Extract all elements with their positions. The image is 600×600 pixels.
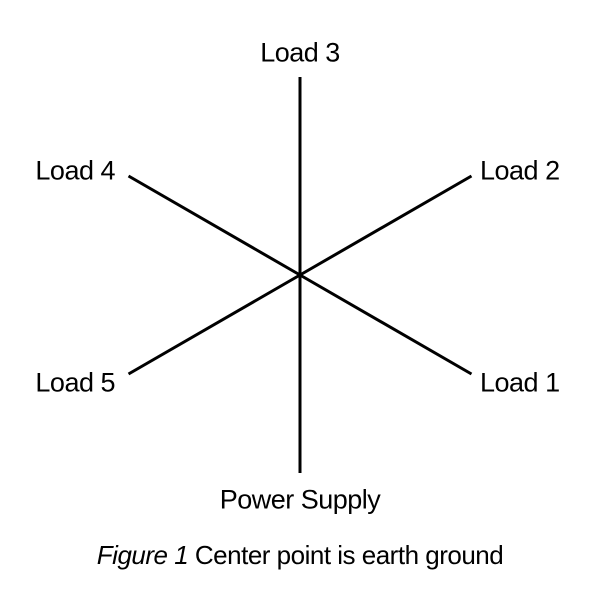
label-load-5: Load 5 bbox=[35, 367, 115, 398]
figure-caption: Figure 1 Center point is earth ground bbox=[96, 540, 504, 570]
spoke-line-load-2 bbox=[299, 174, 473, 277]
spoke-line-load-5 bbox=[127, 273, 301, 376]
label-load-3: Load 3 bbox=[260, 37, 340, 68]
label-load-2: Load 2 bbox=[480, 155, 560, 186]
label-power-supply: Power Supply bbox=[219, 484, 381, 515]
label-load-4: Load 4 bbox=[35, 155, 115, 186]
figure-caption-text: Center point is earth ground bbox=[188, 540, 504, 570]
spoke-line-load-1 bbox=[299, 273, 473, 376]
label-load-1: Load 1 bbox=[480, 367, 560, 398]
spoke-line-load-4 bbox=[127, 174, 301, 277]
figure-caption-number: Figure 1 bbox=[96, 540, 189, 570]
